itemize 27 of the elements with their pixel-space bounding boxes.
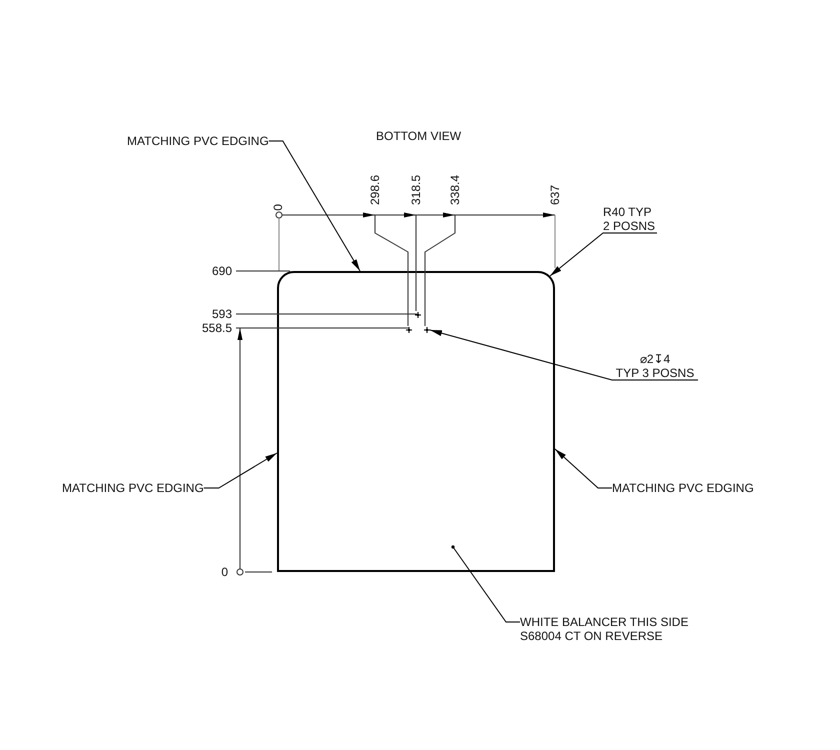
leader-line (550, 232, 658, 276)
dimension-text: 318.5 (409, 174, 423, 205)
view-title: BOTTOM VIEW (376, 129, 462, 143)
dimension-text: 0 (221, 565, 228, 579)
callout-text: ⌀2↧4 (638, 352, 672, 366)
dimension-text: 690 (212, 264, 232, 278)
hole-mark (415, 312, 421, 318)
dimension-text: 593 (212, 307, 232, 321)
dimension-text: 338.4 (448, 174, 462, 205)
callout-text: WHITE BALANCER THIS SIDE S68004 CT ON REVERSE (520, 615, 712, 643)
callout-text: MATCHING PVC EDGING (127, 134, 269, 148)
leader-line (203, 452, 278, 488)
dimension-text: 298.6 (368, 174, 382, 205)
dimension-text: 0 (271, 204, 285, 211)
leader-line (268, 140, 360, 272)
dimension-text: 558.5 (202, 321, 232, 335)
dimension-text: 637 (548, 184, 562, 205)
leader-line (451, 545, 520, 622)
panel-outline (277, 271, 555, 572)
leader-line (430, 330, 698, 380)
callout-text: TYP 3 POSNS (614, 366, 696, 380)
callout-text: MATCHING PVC EDGING (612, 481, 754, 495)
hole-mark (424, 327, 430, 333)
hole-mark (406, 327, 412, 333)
callout-text: R40 TYP 2 POSNS (603, 205, 657, 233)
callout-text: MATCHING PVC EDGING (62, 481, 204, 495)
leader-line (554, 448, 612, 488)
